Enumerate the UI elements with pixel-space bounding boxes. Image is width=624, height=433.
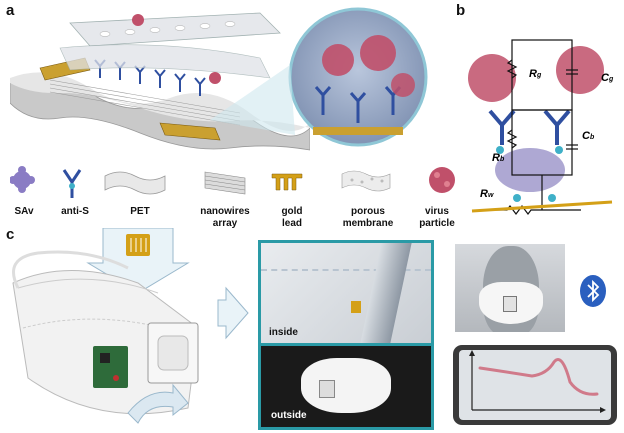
legend-label-pet: PET: [130, 206, 150, 217]
phone-display: [453, 345, 617, 425]
legend-label-membrane: porous membrane: [342, 206, 394, 229]
membrane-icon: [341, 170, 391, 192]
legend-label-anti-s: anti-S: [61, 206, 89, 217]
legend-label-gold: gold lead: [281, 206, 303, 229]
outside-label: outside: [271, 410, 307, 421]
cb-label: Cb: [582, 130, 595, 142]
legend-label-virus: virus particle: [419, 206, 455, 229]
inside-label: inside: [269, 327, 298, 338]
bluetooth-icon: [580, 275, 606, 307]
rg-label: Rg: [529, 68, 542, 80]
inside-photo: inside: [261, 243, 431, 343]
rb-label: Rb: [492, 152, 505, 164]
sensor-trace: [478, 358, 599, 396]
nanowires-icon: [204, 171, 246, 195]
right-arrow: [217, 286, 249, 340]
panel-a-letter: a: [6, 2, 15, 19]
mask-illustration: [12, 228, 249, 424]
sav-icon: [10, 166, 35, 193]
photo-frame: inside outside: [258, 240, 434, 430]
panel-b-letter: b: [456, 2, 466, 19]
panel-c-letter: c: [6, 226, 15, 243]
magnified-view: [288, 7, 428, 147]
gold-lead-icon: [271, 173, 303, 191]
legend-label-sav: SAv: [14, 206, 34, 217]
virus-icon: [429, 167, 455, 193]
rw-label: Rw: [480, 188, 494, 200]
equivalent-circuit: [468, 39, 613, 215]
pet-icon: [104, 171, 166, 195]
zoom-connector: [210, 65, 295, 135]
legend-label-nanowires: nanowires array: [200, 206, 250, 229]
legend-icons: [10, 166, 455, 198]
mannequin-photo: [455, 244, 565, 332]
cg-label: Cg: [601, 72, 614, 84]
curved-arrow: [127, 383, 189, 424]
outside-photo: outside: [261, 346, 431, 427]
